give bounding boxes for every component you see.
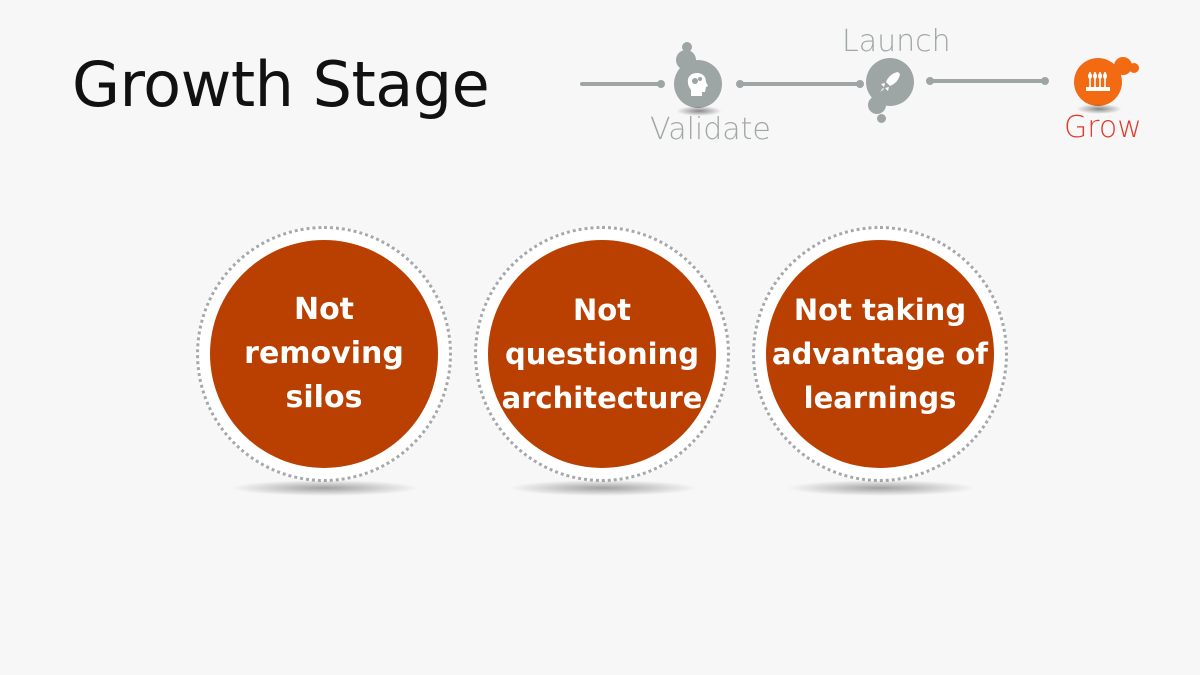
validate-stage-icon bbox=[674, 60, 722, 108]
pitfall-line: Not bbox=[572, 293, 632, 327]
timeline-dot bbox=[1041, 77, 1049, 85]
circle-shadow bbox=[508, 480, 698, 496]
pitfall-line: advantage of bbox=[772, 337, 988, 371]
timeline-dot bbox=[856, 80, 864, 88]
stage-label-launch: Launch bbox=[842, 24, 951, 59]
pitfall-line: removing bbox=[244, 336, 404, 371]
pitfall-line: Not bbox=[293, 292, 355, 327]
timeline-line bbox=[930, 79, 1045, 83]
decor-bubble bbox=[877, 114, 886, 123]
pitfall-line: silos bbox=[285, 380, 363, 415]
decor-bubble bbox=[1129, 63, 1139, 73]
icon-shadow bbox=[676, 106, 722, 116]
rocket-icon bbox=[880, 72, 900, 92]
head-gears-icon bbox=[687, 73, 708, 96]
pitfall-disc: Not taking advantage of learnings bbox=[766, 240, 994, 468]
decor-bubble bbox=[868, 96, 886, 114]
wheat-field-icon bbox=[1086, 72, 1110, 91]
decor-bubble bbox=[1114, 57, 1132, 75]
icon-shadow bbox=[1076, 104, 1122, 114]
pitfall-line: questioning bbox=[504, 337, 700, 371]
pitfall-disc: Not questioning architecture bbox=[488, 240, 716, 468]
pitfall-circle: Not questioning architecture bbox=[474, 226, 730, 482]
stage-label-validate: Validate bbox=[650, 112, 771, 147]
pitfall-line: architecture bbox=[501, 381, 703, 415]
timeline-line bbox=[580, 82, 660, 86]
timeline-dot bbox=[657, 80, 665, 88]
decor-bubble bbox=[682, 42, 692, 52]
stage-timeline: Validate Launch Grow bbox=[0, 0, 1200, 160]
slide-title: Growth Stage bbox=[72, 48, 490, 121]
timeline-line bbox=[740, 82, 860, 86]
circle-shadow bbox=[786, 480, 976, 496]
pitfall-line: Not taking bbox=[793, 293, 967, 327]
circle-shadow bbox=[230, 480, 420, 496]
pitfall-circle: Not removing silos bbox=[196, 226, 452, 482]
pitfall-disc: Not removing silos bbox=[210, 240, 438, 468]
pitfall-circle: Not taking advantage of learnings bbox=[752, 226, 1008, 482]
pitfall-line: learnings bbox=[803, 381, 957, 415]
stage-label-grow: Grow bbox=[1064, 110, 1142, 145]
